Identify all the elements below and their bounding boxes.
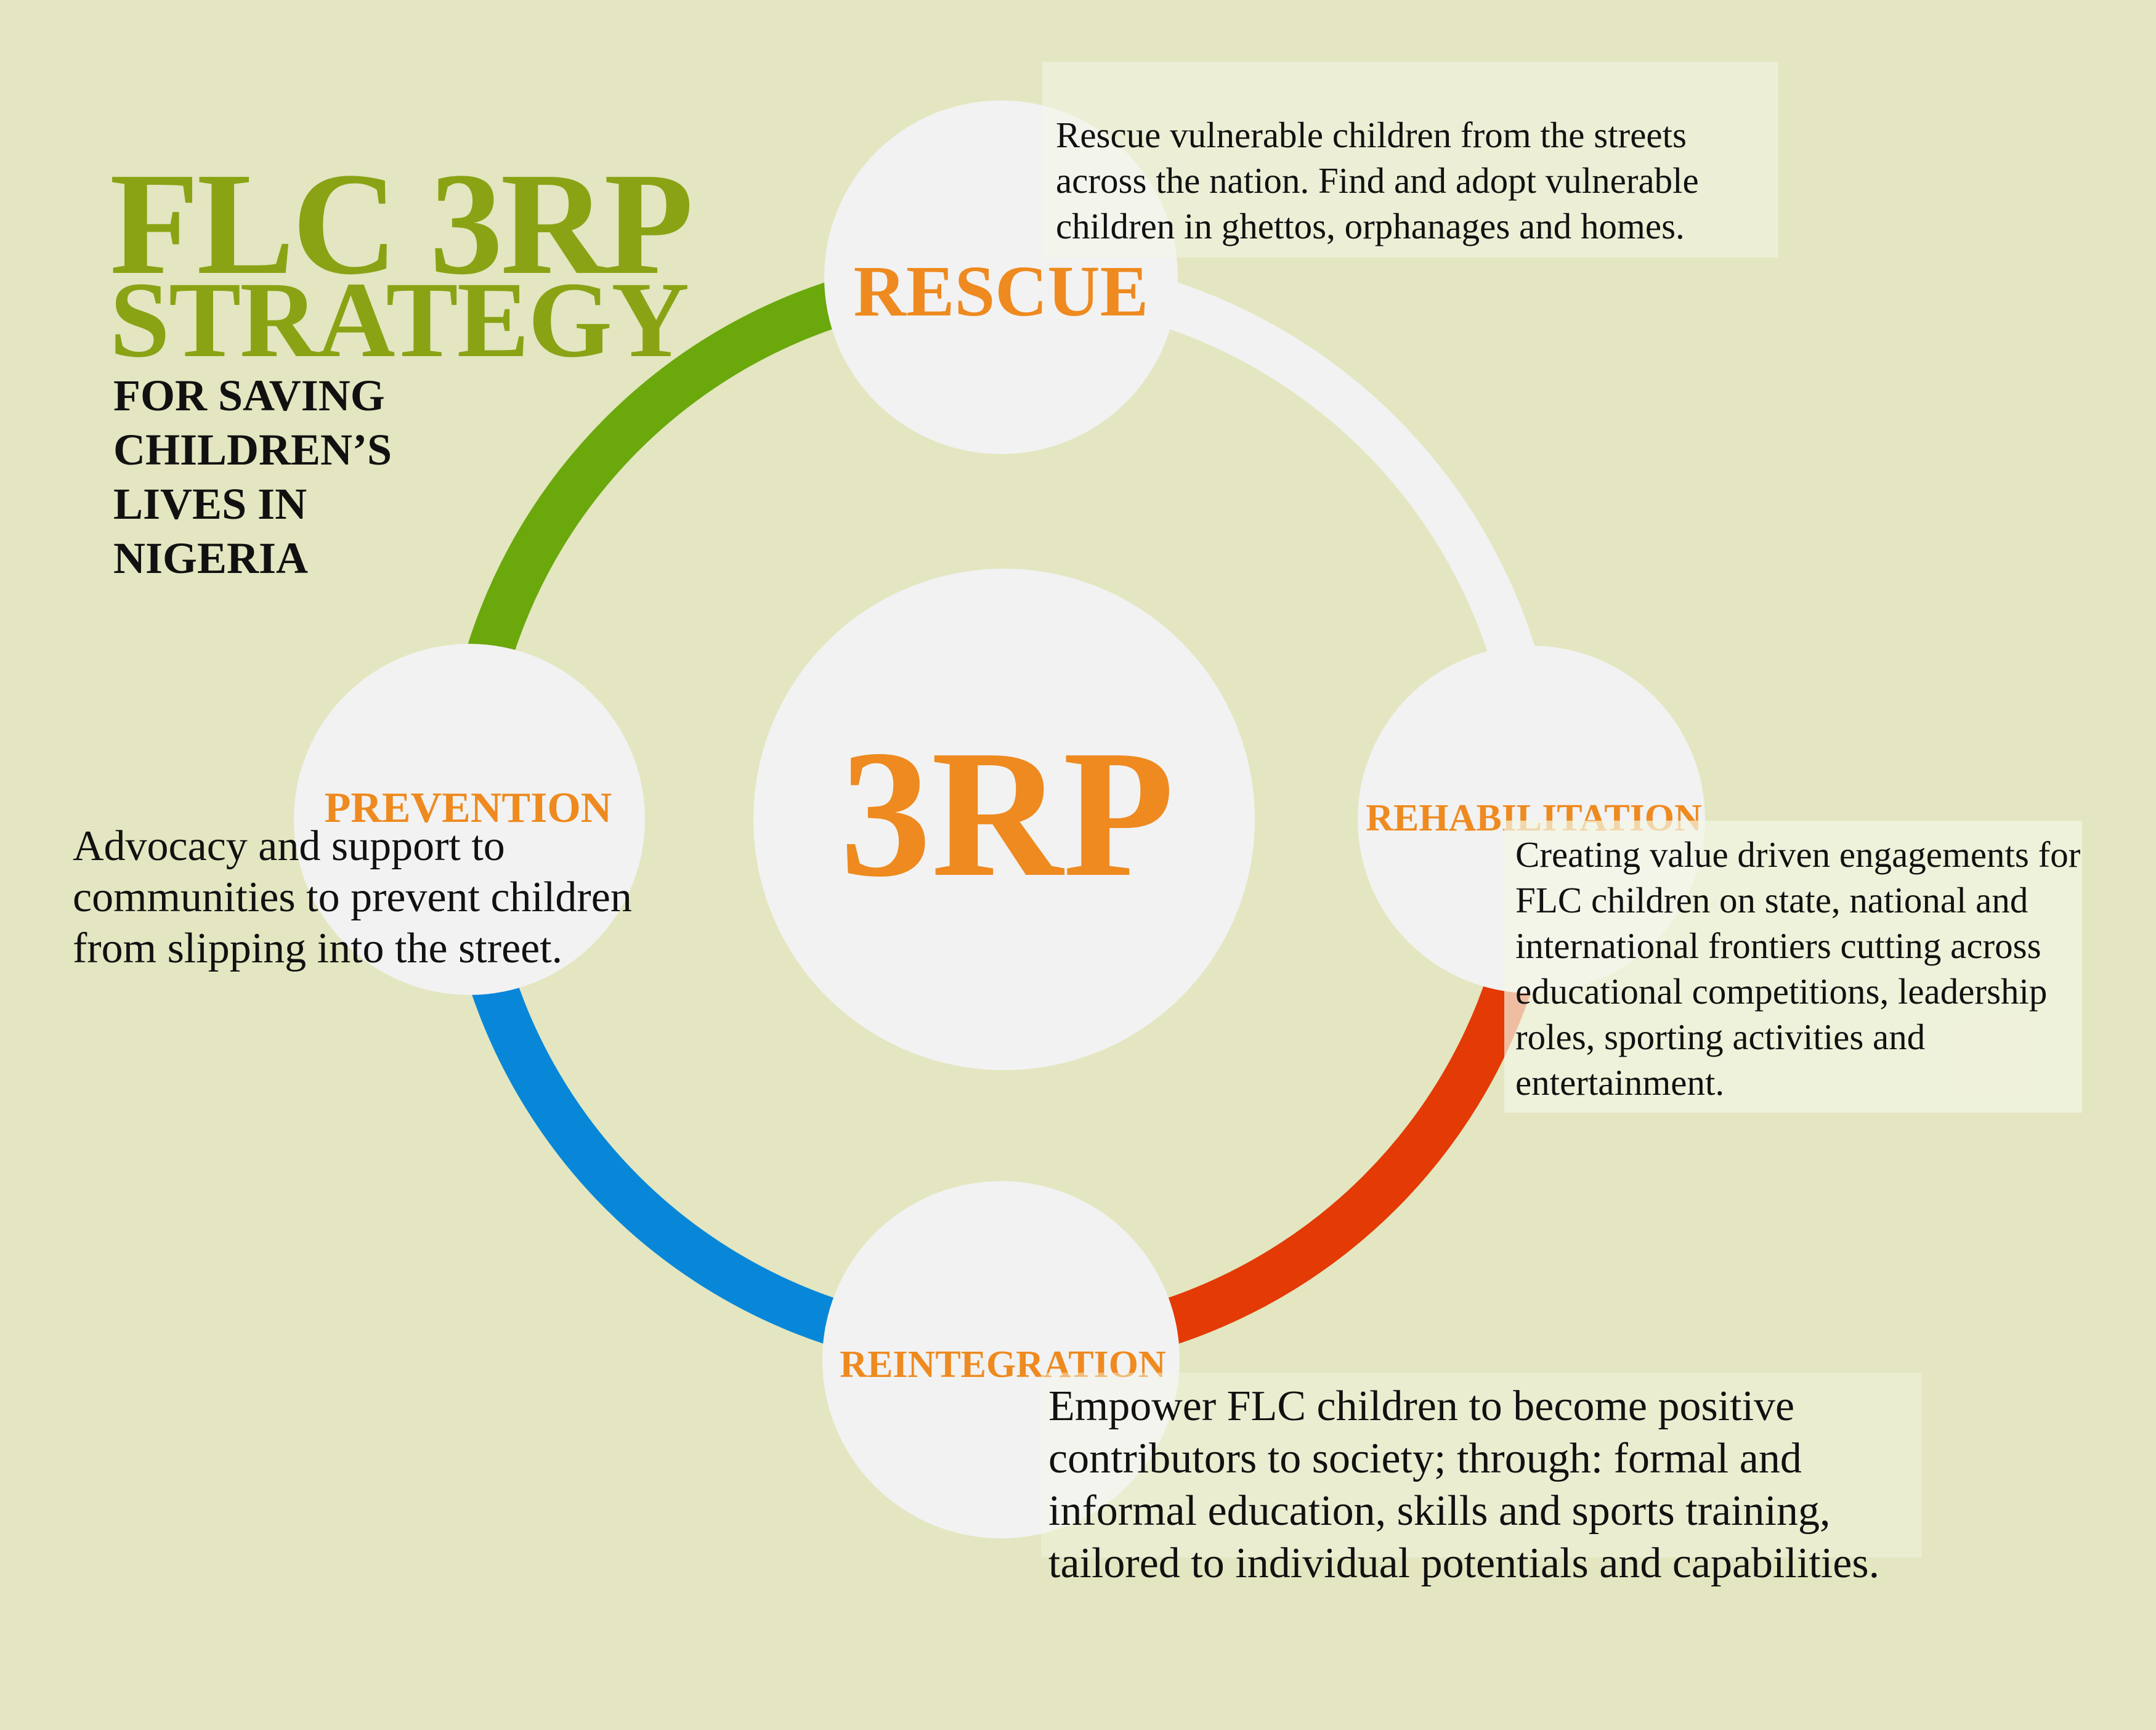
center-circle (753, 569, 1255, 1070)
prevention-node (294, 644, 645, 995)
rescue-label: RESCUE (854, 251, 1149, 331)
prevention-description: Advocacy and support to communities to p… (73, 822, 632, 972)
reintegration-label: REINTEGRATION (840, 1344, 1165, 1386)
rehabilitation-description: Creating value driven engagements for FL… (1504, 821, 2082, 1113)
center-label: 3RP (840, 713, 1175, 915)
reintegration-description: Empower FLC children to become positive … (1041, 1373, 1922, 1587)
prevention-label: PREVENTION (325, 784, 612, 832)
title-main: FLC 3RP (110, 143, 694, 305)
tagline: FOR SAVING CHILDREN’S LIVES IN NIGERIA (113, 371, 392, 583)
rescue-description: Rescue vulnerable children from the stre… (1042, 62, 1778, 258)
title-sub: STRATEGY (110, 260, 689, 380)
reintegration-node (822, 1181, 1180, 1538)
